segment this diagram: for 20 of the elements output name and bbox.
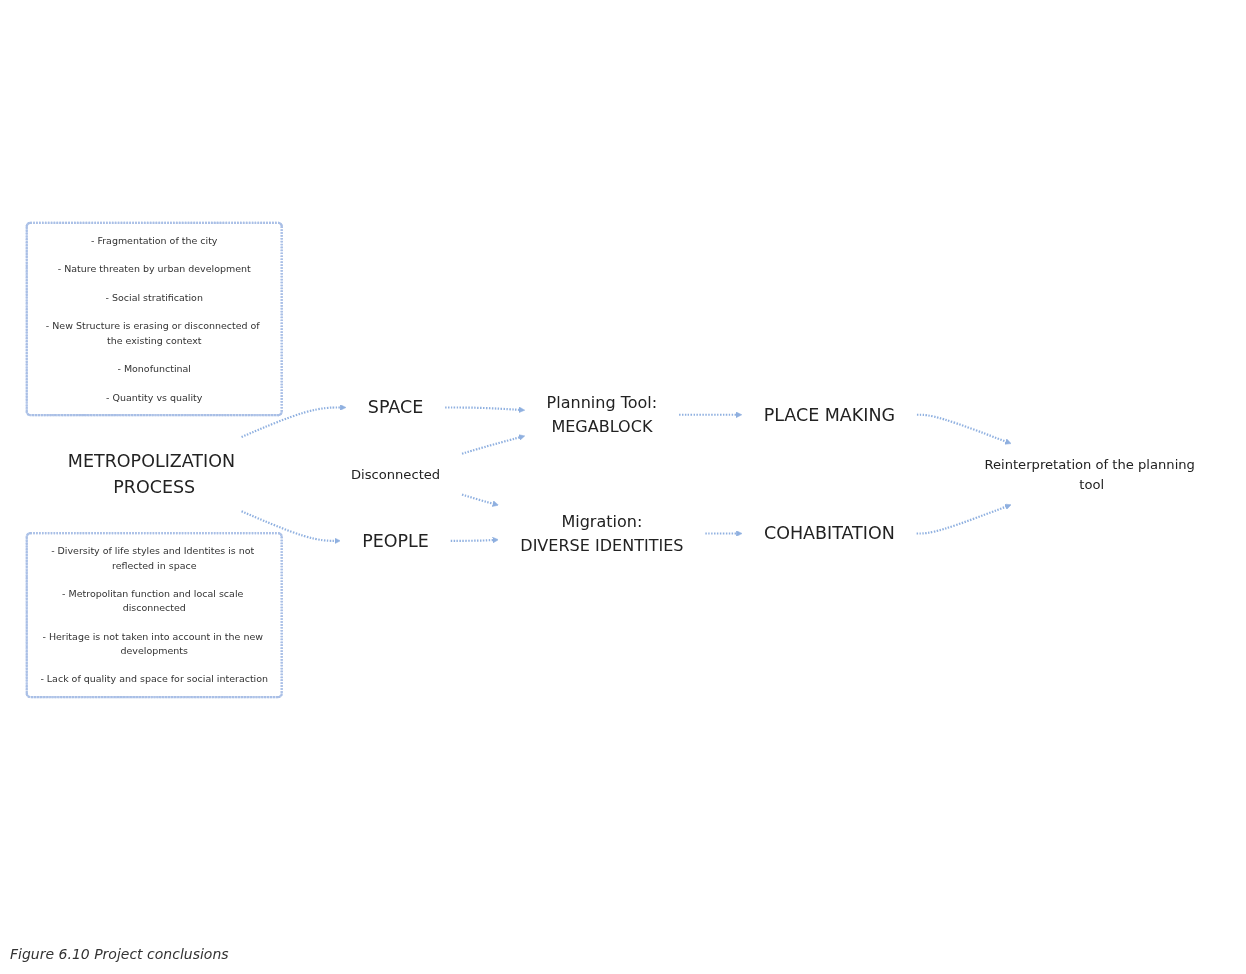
node-text: SPACE [367, 397, 424, 418]
node-text: Disconnected [350, 466, 441, 482]
figure-caption: Figure 6.10 Project conclusions [10, 946, 229, 962]
node-text: METROPOLIZATION PROCESS [67, 450, 236, 498]
node-text: Planning Tool: MEGABLOCK [546, 393, 658, 436]
node-text: PLACE MAKING [763, 404, 896, 426]
arrow [705, 530, 743, 537]
arrow [461, 434, 525, 455]
arrow [916, 503, 1012, 535]
arrow [241, 510, 341, 545]
node-text: PEOPLE [362, 530, 429, 552]
arrow [916, 413, 1012, 445]
arrow [461, 493, 499, 507]
arrow [241, 404, 347, 439]
node-text: Reinterpretation of the planning tool [984, 456, 1195, 492]
arrow [679, 411, 743, 419]
arrow [445, 406, 525, 414]
arrow [450, 536, 499, 544]
node-text: COHABITATION [763, 523, 895, 544]
node-text: Migration: DIVERSE IDENTITIES [520, 512, 684, 555]
